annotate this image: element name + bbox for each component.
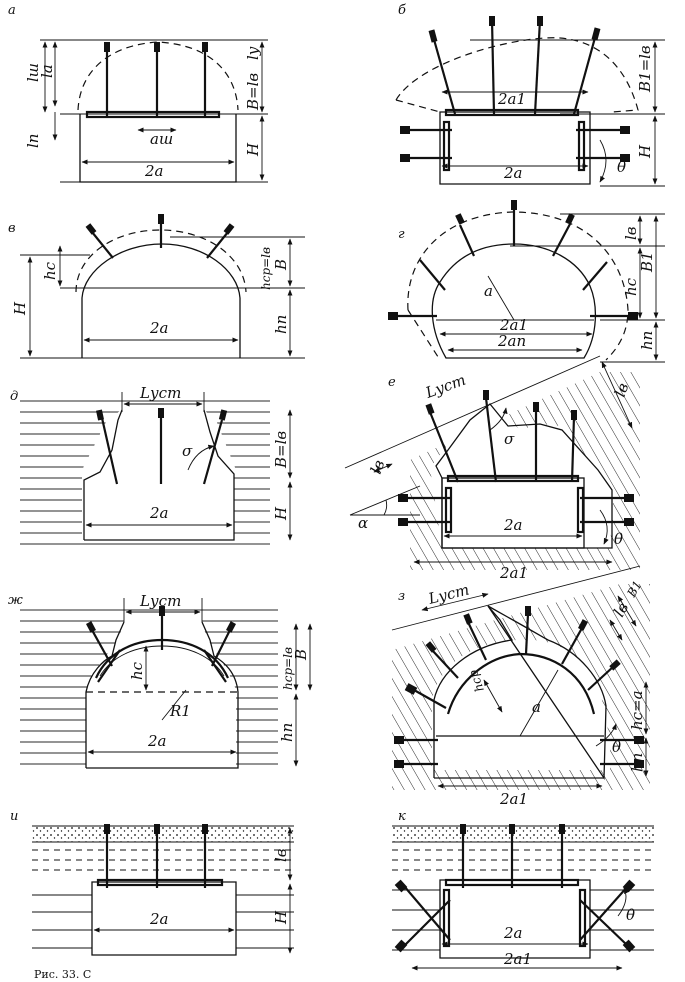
dim-r1-zh: R1 bbox=[169, 702, 191, 720]
dim-hp-zh: hп bbox=[278, 723, 296, 742]
dim-h: H bbox=[244, 142, 262, 157]
dim-b1-lv: B1=lв bbox=[636, 45, 654, 93]
dim-lv-i: lв bbox=[272, 848, 290, 862]
dim-2a1-g: 2a1 bbox=[499, 316, 528, 334]
dim-2a1-z: 2a1 bbox=[499, 790, 528, 808]
dim-sigma-e: σ bbox=[504, 430, 515, 448]
figure-caption: Рис. 33. С bbox=[34, 968, 91, 981]
dim-h-d: H bbox=[272, 506, 290, 521]
panel-b: б B1=lв H bbox=[395, 3, 665, 187]
dim-lsh: lш bbox=[24, 63, 42, 82]
panel-e: е Lус bbox=[344, 355, 640, 582]
panel-tag-z: з bbox=[398, 589, 405, 604]
dim-lust-d: Lуст bbox=[139, 384, 181, 402]
dim-lv-g: lв bbox=[622, 226, 640, 240]
panel-v: в H hc hcp=lв B hп 2a bbox=[8, 214, 305, 359]
panel-g: г lв B1 hc hп a 2 bbox=[388, 200, 665, 363]
panel-tag-zh: ж bbox=[8, 593, 23, 608]
dim-hp-v: hп bbox=[272, 315, 290, 334]
dim-lust-zh: Lуст bbox=[139, 592, 181, 610]
panel-tag-i: и bbox=[10, 809, 18, 824]
dim-a-z: a bbox=[532, 698, 541, 716]
dim-ash: aш bbox=[150, 130, 173, 148]
dim-hp-z: hп bbox=[628, 753, 646, 772]
dim-2a-e: 2a bbox=[503, 516, 523, 534]
panel-i: и lв H 2a bbox=[10, 809, 294, 956]
dim-2a1-k: 2a1 bbox=[503, 950, 532, 968]
dim-2a-v: 2a bbox=[149, 319, 169, 337]
panel-z: з bbox=[391, 565, 650, 808]
dim-b-lv: B=lв bbox=[244, 73, 262, 111]
dim-lust-e: Lуст bbox=[422, 371, 468, 402]
panel-tag-d: д bbox=[10, 389, 18, 404]
dim-hp-g: hп bbox=[638, 331, 656, 350]
dim-2a1-e: 2a1 bbox=[499, 564, 528, 582]
dim-h-b: H bbox=[636, 144, 654, 159]
dim-b1-g: B1 bbox=[638, 251, 656, 273]
dim-2a: 2a bbox=[144, 162, 164, 180]
dim-2a-b: 2a bbox=[503, 164, 523, 182]
dim-b-lv-d: B=lв bbox=[272, 431, 290, 469]
panel-tag-k: к bbox=[398, 809, 406, 824]
dim-hc-zh: hc bbox=[128, 661, 146, 680]
dim-hc-v: hc bbox=[41, 261, 59, 280]
dim-theta-z: θ bbox=[612, 738, 621, 756]
panel-tag-e: е bbox=[388, 375, 396, 390]
dim-alpha-e: α bbox=[358, 514, 368, 532]
dim-2a-zh: 2a bbox=[147, 732, 167, 750]
dim-theta-k: θ bbox=[626, 906, 635, 924]
dim-hcp-zh: hcp=lв bbox=[281, 647, 295, 690]
dim-a-g: a bbox=[484, 282, 493, 300]
panel-zh: ж Lуст hc R1 hcp=lв B hп 2a bbox=[8, 592, 313, 770]
panel-tag-v: в bbox=[8, 221, 16, 236]
panel-a: а lш la lп B=lв lу H aш 2a bbox=[8, 3, 268, 183]
dim-theta-e: θ bbox=[614, 530, 623, 548]
dim-sigma-d: σ bbox=[182, 442, 193, 460]
dim-ly: lу bbox=[244, 46, 262, 60]
dim-hcp-v: hcp=lв bbox=[259, 247, 273, 290]
dim-h-v: H bbox=[11, 301, 29, 316]
panel-d: д Lуст σ B=lв H 2a bbox=[10, 384, 293, 550]
dim-la: la bbox=[38, 64, 56, 78]
panel-tag-a: а bbox=[8, 3, 16, 18]
dim-lv-e-right: lв bbox=[611, 380, 633, 399]
dim-lp: lп bbox=[24, 134, 42, 148]
dim-2a-i: 2a bbox=[149, 910, 169, 928]
dim-2a1-b: 2a1 bbox=[497, 90, 526, 108]
panel-tag-g: г bbox=[398, 227, 405, 242]
panel-k: к bbox=[392, 809, 654, 971]
dim-b-zh: B bbox=[292, 649, 310, 661]
dim-hca-z: hc=a bbox=[628, 690, 646, 730]
panel-tag-b: б bbox=[398, 3, 406, 18]
dim-hc-g: hc bbox=[622, 277, 640, 296]
dim-theta-b: θ bbox=[617, 158, 626, 176]
dim-2ap-g: 2aп bbox=[497, 332, 526, 350]
dim-2a-d: 2a bbox=[149, 504, 169, 522]
dim-2a-k: 2a bbox=[503, 924, 523, 942]
dim-h-i: H bbox=[272, 910, 290, 925]
dim-b-v: B bbox=[272, 259, 290, 271]
dim-lv-e-left: lв bbox=[367, 457, 389, 476]
